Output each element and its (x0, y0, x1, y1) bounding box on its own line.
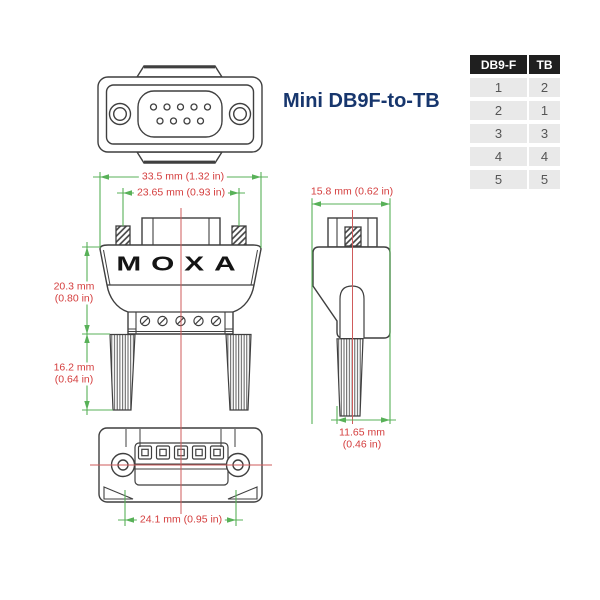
left-wire-bundle (109, 333, 136, 411)
dim-body-height-in: (0.80 in) (54, 292, 94, 304)
dim-lower-depth-mm: 11.65 mm (339, 426, 385, 439)
moxa-logo: MOXA (116, 253, 246, 276)
bottom-right-flange (227, 486, 258, 500)
table-cell: 2 (529, 78, 560, 97)
dim-wire-length-mm: 16.2 mm (53, 361, 95, 374)
dim-wire-length: 16.2 mm (0.64 in) (50, 361, 98, 386)
table-cell: 3 (529, 124, 560, 143)
table-row: 1 2 (470, 78, 560, 97)
dim-lower-depth-in: (0.46 in) (342, 438, 382, 450)
table-cell: 5 (529, 170, 560, 189)
table-header-tb: TB (529, 55, 560, 74)
table-header-db9f: DB9-F (470, 55, 527, 74)
table-cell: 1 (529, 101, 560, 120)
side-wire-bundle (336, 338, 364, 417)
terminal-screws (139, 315, 222, 327)
dsub-opening (137, 90, 223, 138)
pin-mapping-table: DB9-F TB 1 2 2 1 3 3 4 4 5 5 (470, 55, 560, 193)
dim-body-height-mm: 20.3 mm (53, 280, 95, 293)
centerlines (90, 208, 353, 514)
table-row: 5 5 (470, 170, 560, 189)
table-cell: 4 (470, 147, 527, 166)
dim-body-height: 20.3 mm (0.80 in) (50, 280, 98, 305)
front-view (97, 65, 263, 164)
table-cell: 4 (529, 147, 560, 166)
front-view-shell-inner (105, 84, 255, 145)
right-wire-bundle (225, 333, 252, 411)
terminal-openings (137, 445, 225, 460)
page-title: Mini DB9F-to-TB (283, 90, 440, 112)
table-row: 2 1 (470, 101, 560, 120)
dim-overall-width: 33.5 mm (1.32 in) (138, 171, 228, 183)
dim-side-width: 15.8 mm (0.62 in) (307, 186, 397, 198)
table-cell: 3 (470, 124, 527, 143)
table-row: 3 3 (470, 124, 560, 143)
bottom-left-flange (103, 486, 134, 500)
dim-connector-width: 23.65 mm (0.93 in) (133, 187, 229, 199)
dim-wire-length-in: (0.64 in) (54, 373, 94, 385)
front-screw-holes (108, 102, 252, 126)
pin-holes (149, 103, 212, 125)
left-thumbscrew (115, 225, 131, 247)
side-view (312, 217, 391, 417)
table-row: 4 4 (470, 147, 560, 166)
table-header-row: DB9-F TB (470, 55, 560, 74)
right-thumbscrew (231, 225, 247, 247)
table-cell: 1 (470, 78, 527, 97)
table-cell: 5 (470, 170, 527, 189)
dim-bottom-width: 24.1 mm (0.95 in) (136, 514, 226, 526)
dim-lower-depth: 11.65 mm (0.46 in) (336, 426, 388, 451)
table-cell: 2 (470, 101, 527, 120)
